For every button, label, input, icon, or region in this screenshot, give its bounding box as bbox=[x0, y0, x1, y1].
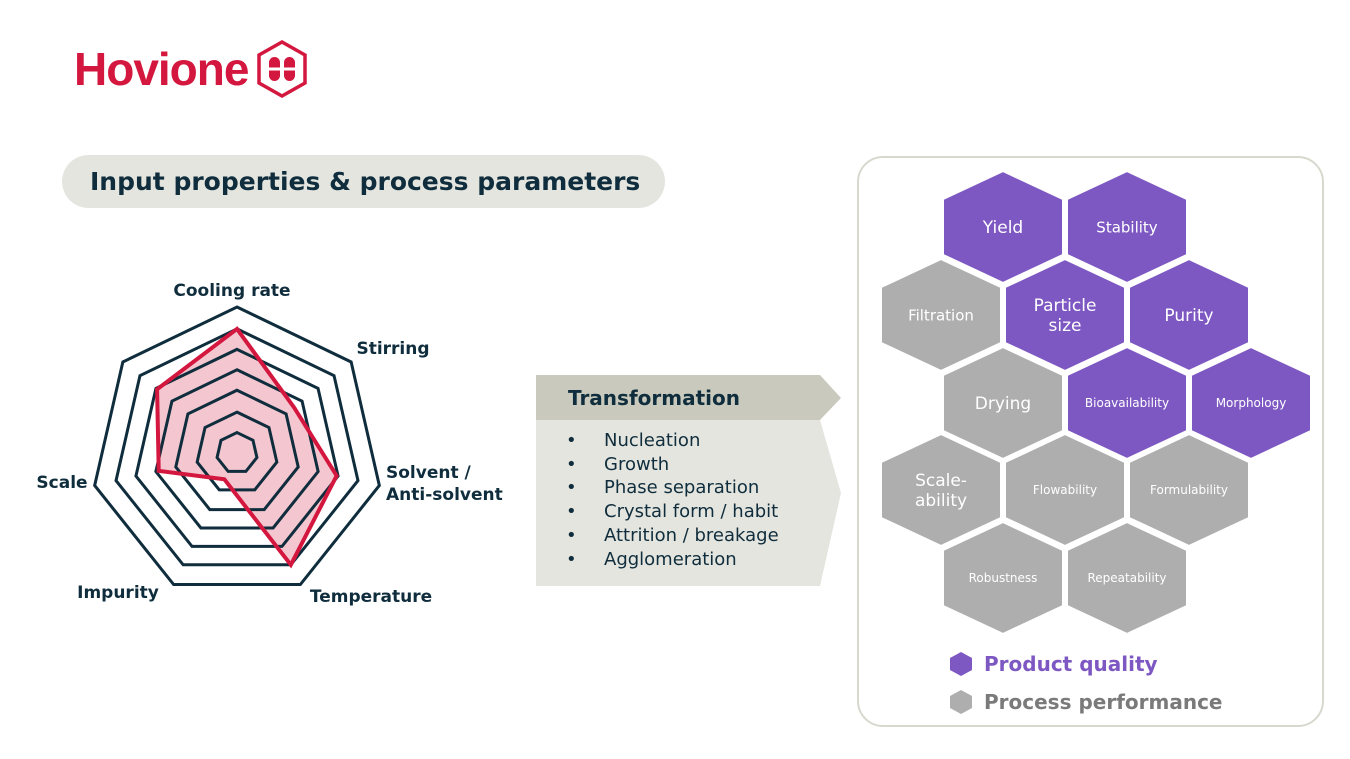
hex-label: Flowability bbox=[1033, 483, 1097, 497]
list-item: •Attrition / breakage bbox=[566, 524, 779, 546]
hex-cell-formulability: Formulability bbox=[1126, 430, 1252, 550]
radar-ring bbox=[154, 368, 320, 530]
brand-name: Hovione bbox=[74, 43, 249, 95]
hexagon-shape bbox=[1126, 255, 1252, 375]
legend-item-product-quality: Product quality bbox=[948, 651, 1158, 677]
hex-cell-repeatability: Repeatability bbox=[1064, 518, 1190, 638]
hex-label: Morphology bbox=[1216, 396, 1287, 410]
transformation-arrow-shape bbox=[536, 375, 841, 586]
hex-label: ability bbox=[915, 491, 967, 511]
radar-series-line bbox=[155, 326, 339, 569]
legend-item-process-performance: Process performance bbox=[948, 689, 1223, 715]
radar-axis-label: Impurity bbox=[77, 583, 159, 603]
legend-label: Process performance bbox=[984, 690, 1223, 714]
hex-label: Formulability bbox=[1150, 483, 1228, 497]
hex-cell-stability: Stability bbox=[1064, 167, 1190, 287]
hex-label: Yield bbox=[982, 218, 1023, 238]
transformation-list: •Nucleation •Growth •Phase separation •C… bbox=[566, 429, 779, 571]
brand-logo: Hovione bbox=[74, 40, 308, 98]
radar-ring bbox=[114, 327, 360, 567]
radar-axis-label: Scale bbox=[36, 473, 87, 493]
list-item: •Phase separation bbox=[566, 477, 760, 499]
hex-label: Repeatability bbox=[1087, 571, 1166, 585]
hex-label: Scale- bbox=[915, 471, 967, 491]
hex-cell-morphology: Morphology bbox=[1188, 343, 1314, 463]
transformation-title: Transformation bbox=[568, 386, 740, 410]
hex-label: Purity bbox=[1164, 306, 1213, 326]
outcomes-panel bbox=[857, 156, 1324, 727]
section-title-pill: Input properties & process parameters bbox=[62, 155, 665, 208]
hex-label: Drying bbox=[975, 394, 1031, 414]
list-item: •Growth bbox=[566, 453, 670, 475]
legend-label: Product quality bbox=[984, 652, 1158, 676]
hex-label: Robustness bbox=[969, 571, 1038, 585]
radar-ring bbox=[93, 305, 381, 587]
hexagon-icon bbox=[950, 652, 972, 676]
hex-label: size bbox=[1049, 316, 1082, 336]
radar-axis-label: Temperature bbox=[310, 587, 432, 607]
hexagon-icon bbox=[950, 690, 972, 714]
hexagon-shape bbox=[1126, 430, 1252, 550]
hex-label: Stability bbox=[1096, 218, 1158, 236]
hexagon-shape bbox=[1064, 518, 1190, 638]
hex-cell-bioavailability: Bioavailability bbox=[1064, 343, 1190, 463]
radar-ring bbox=[174, 388, 300, 512]
radar-ring bbox=[195, 410, 279, 492]
radar-axis-label: Stirring bbox=[356, 339, 429, 359]
list-item: •Crystal form / habit bbox=[566, 501, 779, 523]
hexagon-shape bbox=[1064, 167, 1190, 287]
hex-cell-filtration: Filtration bbox=[878, 255, 1004, 375]
list-item: •Agglomeration bbox=[566, 548, 737, 570]
list-item: •Nucleation bbox=[566, 430, 701, 451]
radar-ring bbox=[134, 347, 340, 548]
hex-cell-purity: Purity bbox=[1126, 255, 1252, 375]
hex-label: Filtration bbox=[908, 306, 974, 324]
radar-axis-label: Solvent /Anti-solvent bbox=[386, 463, 503, 505]
hexagon-capsule-logo-icon bbox=[257, 40, 308, 98]
hex-label: Bioavailability bbox=[1085, 396, 1169, 410]
hex-label: Particle bbox=[1034, 296, 1097, 316]
section-title: Input properties & process parameters bbox=[90, 167, 641, 196]
radar-axis-label: Cooling rate bbox=[173, 281, 290, 301]
radar-ring bbox=[215, 430, 259, 473]
